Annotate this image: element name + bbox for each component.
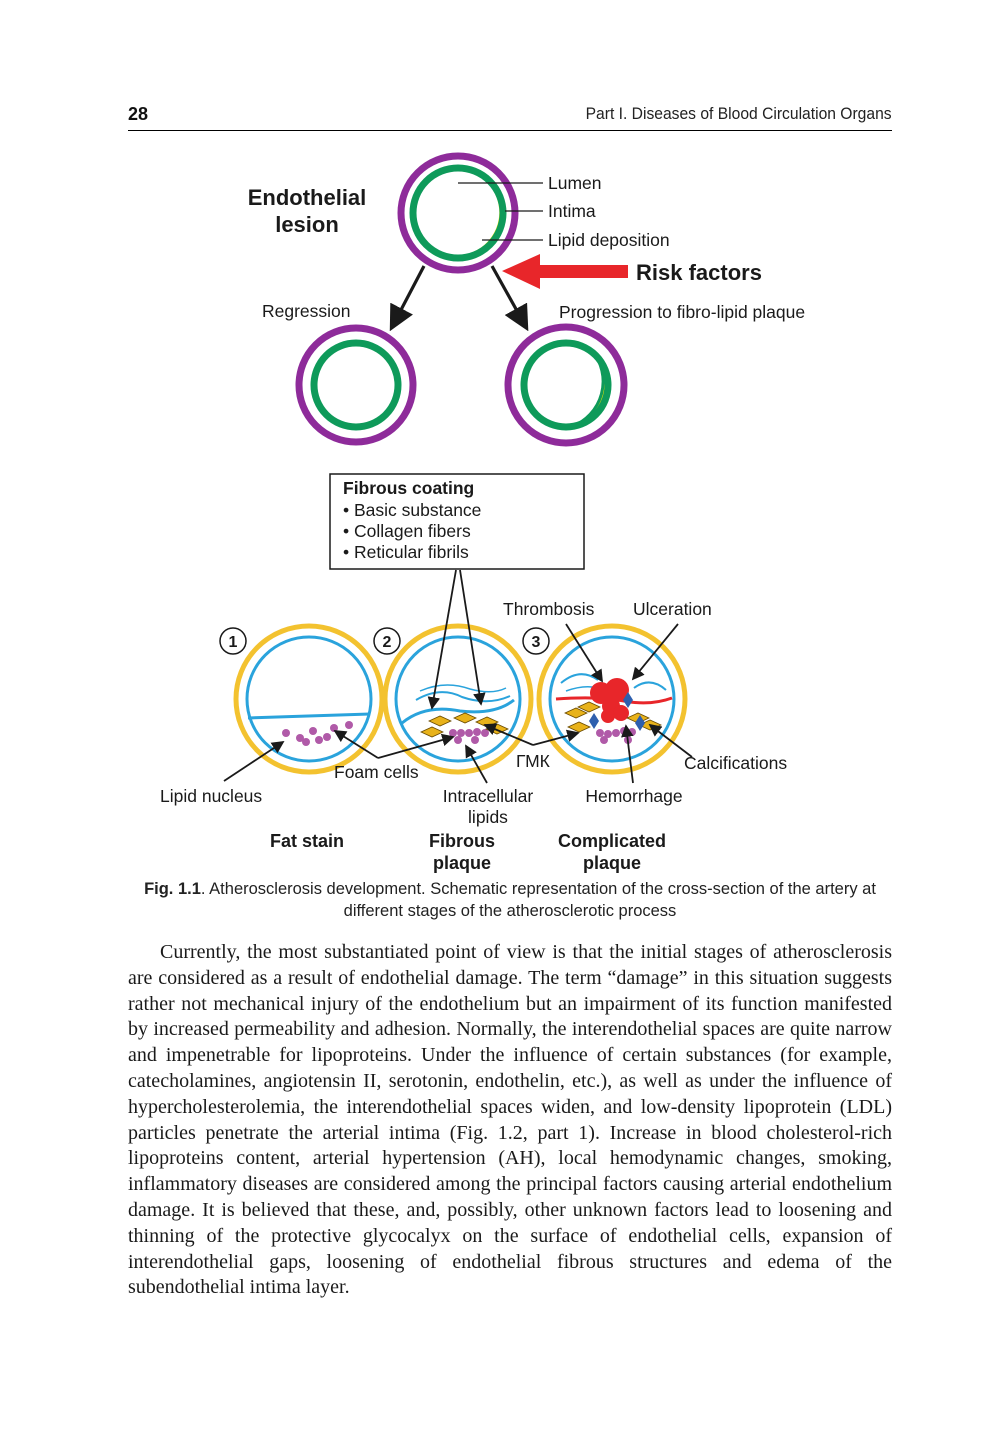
- thrombus: [590, 678, 629, 723]
- progression-arrow: [490, 265, 529, 332]
- foam-cell: [612, 729, 620, 737]
- stage-complicated-plaque-line2: plaque: [583, 853, 641, 873]
- foam-cell: [315, 736, 323, 744]
- stage-number-1: 1: [219, 627, 247, 655]
- regression-arrow: [389, 265, 426, 332]
- page-number: 28: [128, 104, 149, 124]
- smooth-muscle-cell: [453, 712, 477, 724]
- foam-cell: [345, 721, 353, 729]
- intracellular-lipids-label-line2: lipids: [468, 807, 508, 827]
- foam-cell: [282, 729, 290, 737]
- foam-cell: [302, 738, 310, 746]
- foam-cell: [296, 734, 304, 742]
- regression-label: Regression: [262, 301, 351, 321]
- stage-fibrous-plaque-line2: plaque: [433, 853, 491, 873]
- lipid-nucleus-label: Lipid nucleus: [160, 786, 262, 806]
- foam-cell: [309, 727, 317, 735]
- intracellular-lipids-label-line1: Intracellular: [443, 786, 534, 806]
- box-item-reticular-fibrils: • Reticular fibrils: [343, 542, 469, 562]
- artery-progression: [504, 323, 628, 447]
- stage-fibrous-plaque-line1: Fibrous: [429, 831, 495, 851]
- foam-cell: [471, 736, 479, 744]
- svg-text:3: 3: [532, 634, 541, 651]
- foam-cell: [454, 736, 462, 744]
- stage-number-2: 2: [373, 627, 401, 655]
- smooth-muscle-cell: [428, 715, 452, 727]
- fibrous-coating-title: Fibrous coating: [343, 478, 474, 498]
- foam-cell: [449, 729, 457, 737]
- box-item-collagen-fibers: • Collagen fibers: [343, 521, 471, 541]
- caption-label: Fig. 1.1: [144, 880, 201, 898]
- stage-complicated-plaque-line1: Complicated: [558, 831, 666, 851]
- hemorrhage-label: Hemorrhage: [585, 786, 682, 806]
- stage-2-vessel: [382, 623, 534, 775]
- artery-lesion: [397, 152, 519, 274]
- risk-factors-label: Risk factors: [636, 260, 762, 285]
- calcification: [635, 715, 645, 731]
- smooth-muscle-cell: [626, 712, 650, 724]
- stage-3-vessel: [536, 623, 688, 775]
- lesion-title-line1: Endothelial: [248, 185, 367, 210]
- foam-cell: [330, 724, 338, 732]
- gmk-label: ГМК: [516, 751, 551, 771]
- risk-arrow: [502, 254, 628, 289]
- fibrous-coating-box: [329, 473, 585, 570]
- ulceration-label: Ulceration: [633, 599, 712, 619]
- smooth-muscle-cell: [420, 726, 444, 738]
- atherosclerosis-figure: Endothelial lesion Lumen Intima Lipid de…: [160, 152, 805, 873]
- callout-lines: [223, 569, 693, 784]
- figure-caption: Fig. 1.1. Atherosclerosis development. S…: [128, 878, 892, 922]
- foam-cells-label: Foam cells: [334, 762, 419, 782]
- thrombosis-label: Thrombosis: [503, 599, 595, 619]
- caption-text: . Atherosclerosis development. Schematic…: [200, 880, 876, 920]
- lumen-label: Lumen: [548, 173, 602, 193]
- calcification: [623, 692, 633, 708]
- smooth-muscle-cell: [564, 707, 588, 719]
- outer-wall-ring: [397, 152, 519, 274]
- foam-cell: [323, 733, 331, 741]
- foam-cell: [596, 729, 604, 737]
- foam-cell: [465, 729, 473, 737]
- foam-cell: [457, 729, 465, 737]
- intima-ring: [409, 164, 507, 262]
- calcification: [589, 713, 599, 729]
- foam-cell: [628, 728, 636, 736]
- calcifications-label: Calcifications: [684, 753, 787, 773]
- progression-label: Progression to fibro-lipid plaque: [559, 302, 805, 322]
- stage-number-3: 3: [522, 627, 550, 655]
- foam-cell: [473, 728, 481, 736]
- intima-label: Intima: [548, 201, 596, 221]
- foam-cell: [600, 736, 608, 744]
- page-header: 28 Part I. Diseases of Blood Circulation…: [128, 100, 892, 131]
- stage-fat-stain: Fat stain: [270, 831, 344, 851]
- stage-1-vessel: [233, 623, 385, 775]
- body-paragraph: Currently, the most substantiated point …: [128, 941, 892, 1299]
- svg-text:2: 2: [383, 634, 392, 651]
- svg-text:1: 1: [229, 634, 238, 651]
- lipid-deposition-label: Lipid deposition: [548, 230, 670, 250]
- lesion-title-line2: lesion: [275, 212, 339, 237]
- running-title: Part I. Diseases of Blood Circulation Or…: [585, 104, 892, 123]
- foam-cell: [604, 730, 612, 738]
- smooth-muscle-cell: [577, 701, 601, 713]
- box-item-basic-substance: • Basic substance: [343, 500, 481, 520]
- artery-regression: [295, 324, 417, 446]
